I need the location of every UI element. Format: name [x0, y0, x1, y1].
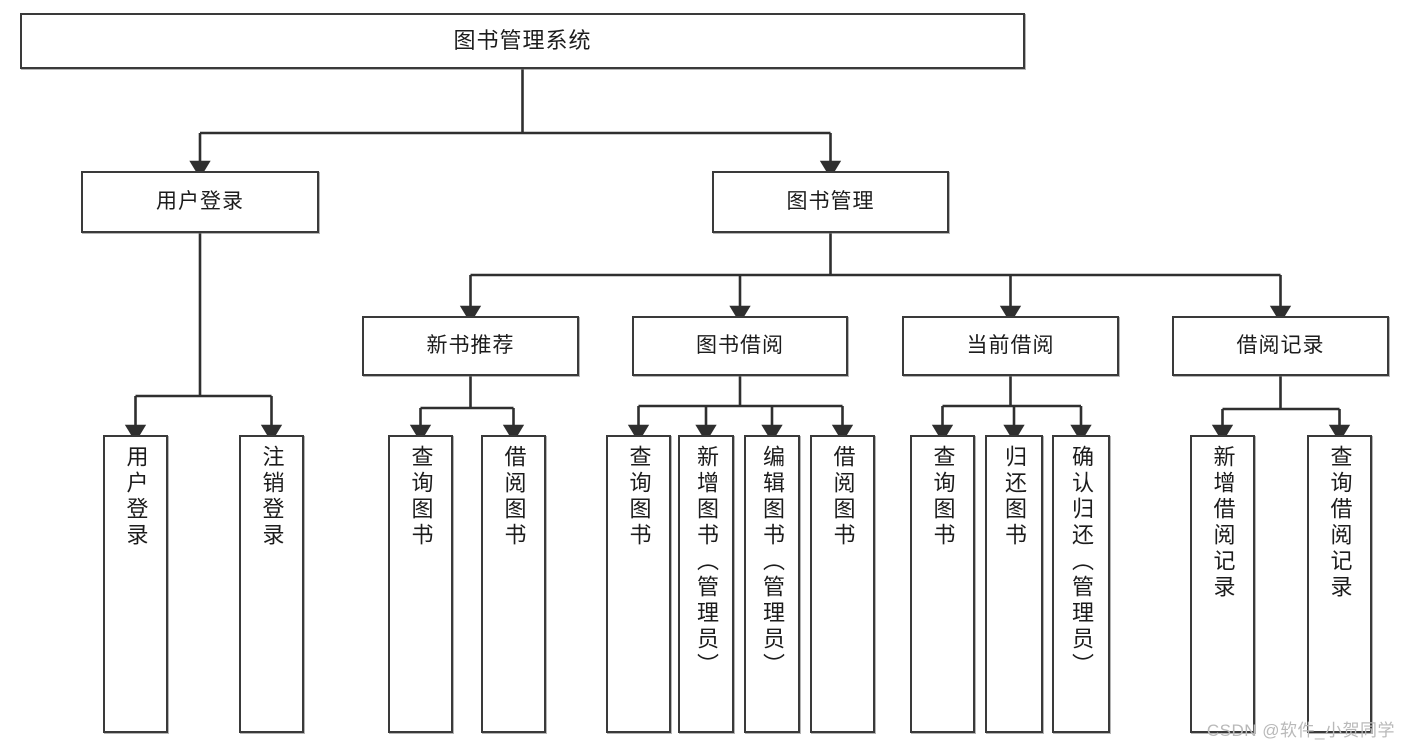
node-user-login-label: 用户登录: [156, 189, 244, 213]
node-leaf-borrow-book-2[interactable]: 借阅图书: [810, 435, 875, 733]
node-leaf-borrow-book-1[interactable]: 借阅图书: [481, 435, 546, 733]
node-new-book-recommend[interactable]: 新书推荐: [362, 316, 579, 376]
edge-paths: [124, 69, 1351, 443]
node-book-management[interactable]: 图书管理: [712, 171, 949, 233]
node-leaf-confirm-return-admin-label: 确认归还（管理员）: [1069, 445, 1094, 679]
watermark-text: CSDN @软件_小贺同学: [1206, 721, 1395, 740]
node-borrow-record[interactable]: 借阅记录: [1172, 316, 1389, 376]
node-leaf-return-book-label: 归还图书: [1002, 445, 1027, 549]
node-leaf-add-book-admin-label: 新增图书（管理员）: [694, 445, 719, 679]
node-root[interactable]: 图书管理系统: [20, 13, 1025, 69]
node-leaf-edit-book-admin[interactable]: 编辑图书（管理员）: [744, 435, 800, 733]
node-leaf-query-book-1[interactable]: 查询图书: [388, 435, 453, 733]
node-leaf-edit-book-admin-label: 编辑图书（管理员）: [760, 445, 785, 679]
node-leaf-add-book-admin[interactable]: 新增图书（管理员）: [678, 435, 734, 733]
node-borrow-record-label: 借阅记录: [1236, 333, 1325, 357]
node-user-login[interactable]: 用户登录: [81, 171, 319, 233]
node-leaf-query-book-2-label: 查询图书: [626, 445, 652, 549]
node-current-borrow-label: 当前借阅: [966, 333, 1055, 357]
node-book-borrow-label: 图书借阅: [696, 333, 784, 357]
node-leaf-borrow-book-1-label: 借阅图书: [501, 445, 527, 549]
node-current-borrow[interactable]: 当前借阅: [902, 316, 1119, 376]
node-root-label: 图书管理系统: [453, 28, 592, 54]
node-leaf-user-login[interactable]: 用户登录: [103, 435, 168, 733]
node-leaf-query-borrow-record[interactable]: 查询借阅记录: [1307, 435, 1372, 733]
node-new-book-recommend-label: 新书推荐: [426, 333, 515, 357]
node-leaf-query-book-2[interactable]: 查询图书: [606, 435, 671, 733]
node-leaf-query-book-3-label: 查询图书: [930, 445, 956, 549]
node-leaf-user-login-label: 用户登录: [123, 445, 149, 549]
node-book-management-label: 图书管理: [786, 189, 875, 213]
node-book-borrow[interactable]: 图书借阅: [632, 316, 848, 376]
node-leaf-query-book-1-label: 查询图书: [408, 445, 434, 549]
node-leaf-confirm-return-admin[interactable]: 确认归还（管理员）: [1052, 435, 1110, 733]
node-leaf-return-book[interactable]: 归还图书: [985, 435, 1043, 733]
node-leaf-borrow-book-2-label: 借阅图书: [830, 445, 856, 549]
node-leaf-add-borrow-record-label: 新增借阅记录: [1210, 445, 1236, 601]
node-leaf-query-book-3[interactable]: 查询图书: [910, 435, 975, 733]
node-leaf-add-borrow-record[interactable]: 新增借阅记录: [1190, 435, 1255, 733]
node-leaf-logout-login[interactable]: 注销登录: [239, 435, 304, 733]
node-leaf-logout-login-label: 注销登录: [259, 445, 285, 549]
node-leaf-query-borrow-record-label: 查询借阅记录: [1327, 445, 1353, 601]
